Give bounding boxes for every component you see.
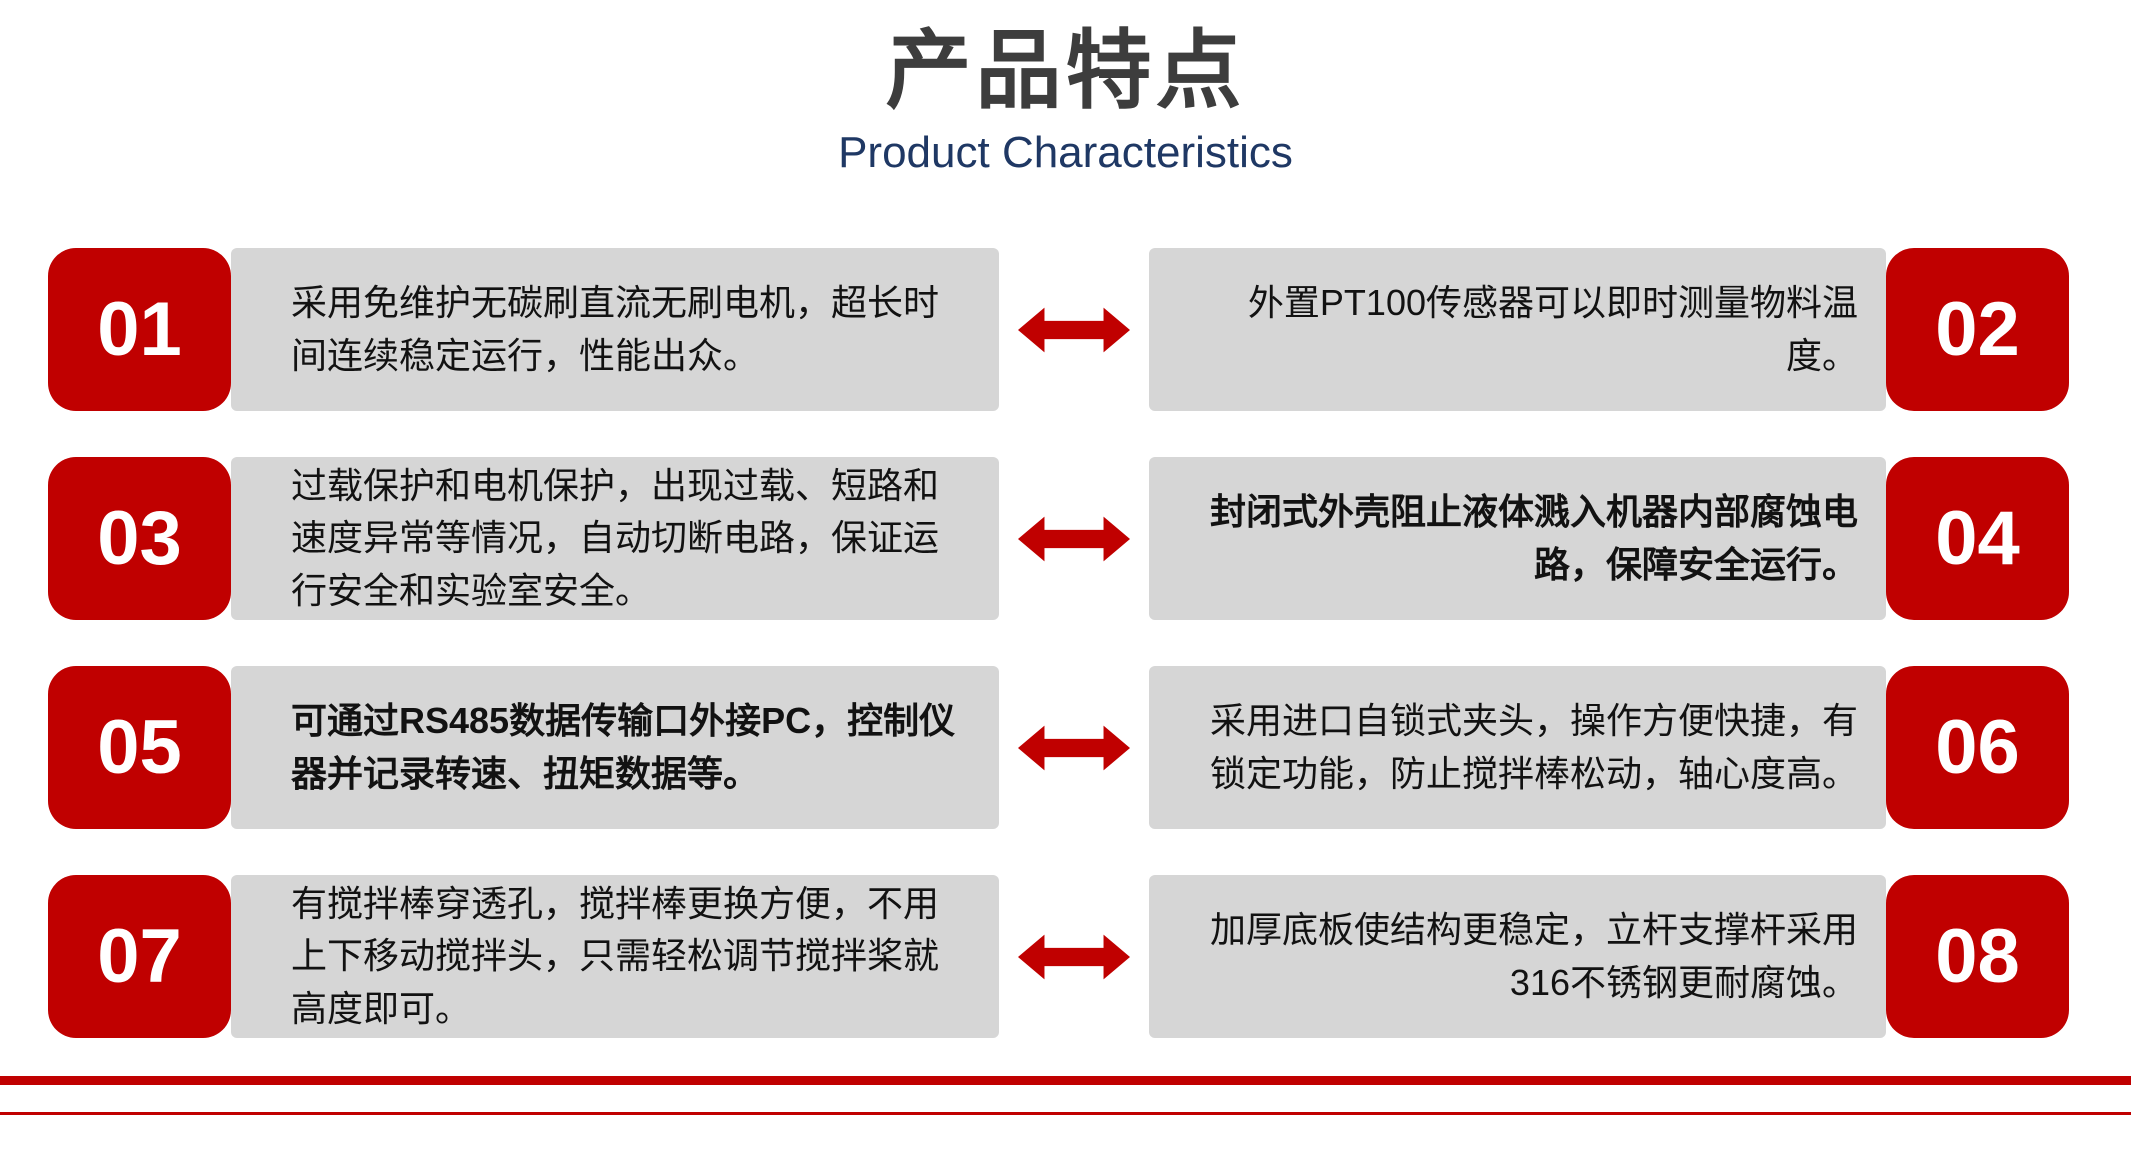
- double-arrow-icon: [999, 875, 1149, 1038]
- feature-text: 过载保护和电机保护，出现过载、短路和速度异常等情况，自动切断电路，保证运行安全和…: [231, 457, 999, 620]
- feature-number-badge: 04: [1886, 457, 2069, 620]
- feature-row: 05 可通过RS485数据传输口外接PC，控制仪器并记录转速、扭矩数据等。 采用…: [48, 666, 2069, 829]
- feature-text: 封闭式外壳阻止液体溅入机器内部腐蚀电路，保障安全运行。: [1148, 457, 1886, 620]
- divider-line-thick: [0, 1076, 2131, 1085]
- feature-rows: 01 采用免维护无碳刷直流无刷电机，超长时间连续稳定运行，性能出众。 外置PT1…: [48, 248, 2069, 1038]
- feature-text: 外置PT100传感器可以即时测量物料温度。: [1148, 248, 1886, 411]
- feature-number-badge: 05: [48, 666, 231, 829]
- double-arrow-icon: [999, 666, 1149, 829]
- feature-row: 01 采用免维护无碳刷直流无刷电机，超长时间连续稳定运行，性能出众。 外置PT1…: [48, 248, 2069, 411]
- double-arrow-icon: [999, 248, 1149, 411]
- feature-number-badge: 06: [1886, 666, 2069, 829]
- feature-row: 03 过载保护和电机保护，出现过载、短路和速度异常等情况，自动切断电路，保证运行…: [48, 457, 2069, 620]
- double-arrow-icon: [999, 457, 1149, 620]
- feature-number-badge: 07: [48, 875, 231, 1038]
- feature-text: 加厚底板使结构更稳定，立杆支撑杆采用316不锈钢更耐腐蚀。: [1148, 875, 1886, 1038]
- feature-text: 有搅拌棒穿透孔，搅拌棒更换方便，不用上下移动搅拌头，只需轻松调节搅拌桨就高度即可…: [231, 875, 999, 1038]
- feature-number-badge: 02: [1886, 248, 2069, 411]
- feature-text: 采用免维护无碳刷直流无刷电机，超长时间连续稳定运行，性能出众。: [231, 248, 999, 411]
- feature-text: 可通过RS485数据传输口外接PC，控制仪器并记录转速、扭矩数据等。: [231, 666, 999, 829]
- slide-header: 产品特点 Product Characteristics: [0, 0, 2131, 178]
- feature-row: 07 有搅拌棒穿透孔，搅拌棒更换方便，不用上下移动搅拌头，只需轻松调节搅拌桨就高…: [48, 875, 2069, 1038]
- page-title: 产品特点: [885, 23, 1246, 119]
- feature-text: 采用进口自锁式夹头，操作方便快捷，有锁定功能，防止搅拌棒松动，轴心度高。: [1148, 666, 1886, 829]
- feature-number-badge: 03: [48, 457, 231, 620]
- feature-number-badge: 08: [1886, 875, 2069, 1038]
- divider-line-thin: [0, 1112, 2131, 1115]
- page-subtitle: Product Characteristics: [838, 128, 1293, 178]
- feature-number-badge: 01: [48, 248, 231, 411]
